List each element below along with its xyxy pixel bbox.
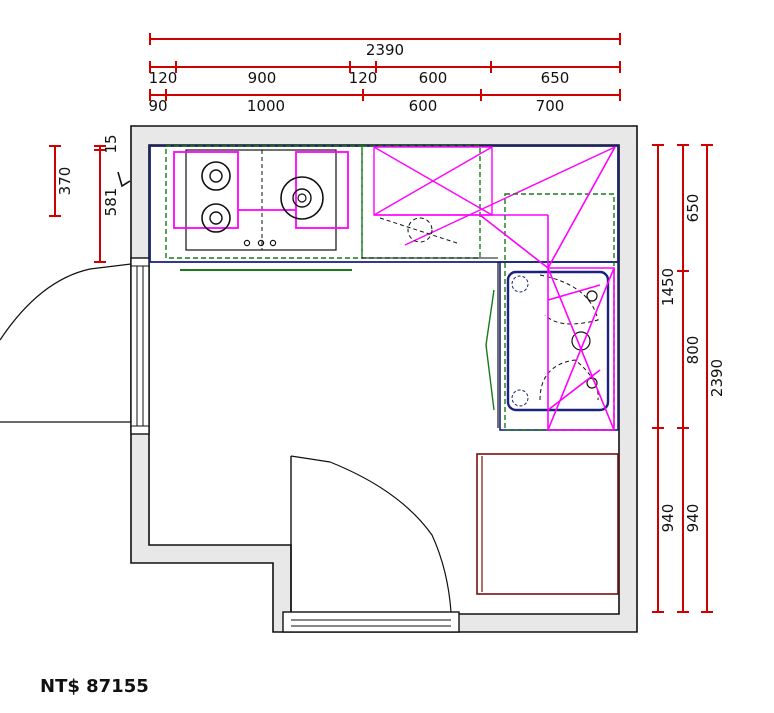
top-base-cabinet-left — [165, 145, 363, 259]
price-label: NT$ 87155 — [40, 676, 149, 697]
dim-left-a: 370 — [56, 167, 74, 196]
top-counter — [149, 145, 619, 263]
dim-right-940-b: 940 — [684, 504, 702, 533]
dim-top-row1-1: 120 — [149, 69, 178, 87]
dishwasher-swing — [379, 217, 461, 245]
dim-right-650: 650 — [684, 194, 702, 223]
dim-left-c: 15 — [102, 134, 120, 153]
tall-cabinet — [476, 453, 619, 595]
dim-top-row1-3: 120 — [349, 69, 378, 87]
left-window — [130, 257, 150, 435]
dim-top-row2-3: 600 — [409, 97, 438, 115]
right-dimension-lines — [652, 144, 713, 613]
left-door-swing — [0, 263, 132, 341]
wall-unit-top-right — [373, 146, 616, 246]
dim-top-total: 2390 — [366, 41, 404, 59]
room-walls — [130, 125, 638, 633]
dim-right-940-a: 940 — [659, 504, 677, 533]
sink — [506, 270, 610, 412]
dim-right-1450: 1450 — [659, 268, 677, 306]
dim-right-total: 2390 — [708, 359, 726, 397]
dim-top-row1-5: 650 — [541, 69, 570, 87]
dim-top-row1-4: 600 — [419, 69, 448, 87]
dim-right-800: 800 — [684, 336, 702, 365]
right-cabinet-door-line — [485, 289, 495, 411]
cooktop — [173, 149, 349, 251]
dim-left-marker — [117, 171, 131, 188]
entrance-door — [282, 455, 460, 633]
left-dimension-lines — [49, 145, 106, 263]
wall-unit-right — [479, 146, 616, 431]
dim-top-row2-2: 1000 — [247, 97, 285, 115]
top-base-cabinet-right — [361, 145, 481, 259]
dim-top-row1-2: 900 — [248, 69, 277, 87]
dim-top-row2-4: 700 — [536, 97, 565, 115]
dim-top-row2-1: 90 — [148, 97, 167, 115]
dim-left-b: 581 — [102, 188, 120, 217]
top-dimension-lines — [149, 33, 621, 101]
